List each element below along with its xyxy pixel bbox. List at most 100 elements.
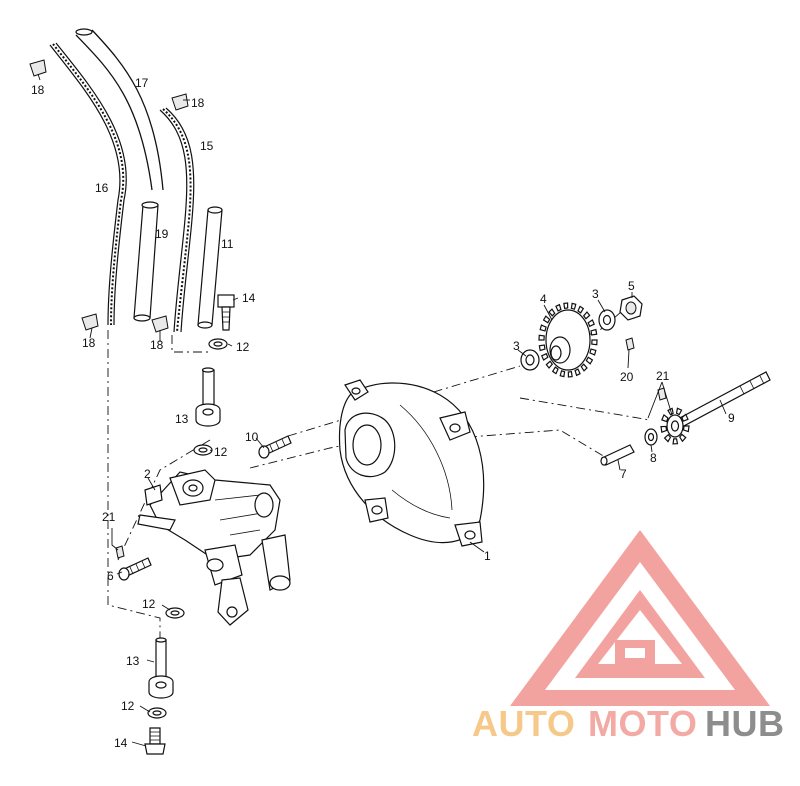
callout-1: 1 [484, 549, 491, 563]
pin-21b [657, 387, 667, 401]
gear-tooth [580, 363, 588, 372]
callout-2: 2 [144, 467, 151, 481]
cover-plate-1 [338, 379, 485, 547]
callout-15: 15 [200, 139, 214, 153]
washer-12b [193, 444, 213, 456]
callout-21a: 21 [102, 510, 116, 524]
gear-tooth [555, 303, 562, 312]
gear-tooth [589, 348, 597, 356]
nut-5 [619, 295, 643, 321]
callout-18d: 18 [150, 338, 164, 352]
pin-20 [625, 337, 635, 351]
watermark-hub: HUB [705, 703, 785, 744]
callout-7: 7 [620, 467, 627, 481]
callout-12a: 12 [236, 340, 250, 354]
callout-20: 20 [620, 370, 634, 384]
gear-tooth [582, 311, 591, 320]
pin-21a [115, 545, 125, 559]
automotohub-logo [510, 530, 770, 706]
shaft-gear-tooth [660, 425, 668, 433]
gear-tooth [538, 344, 546, 352]
hose-15 [159, 107, 195, 333]
callout-18c: 18 [82, 336, 96, 350]
callout-19: 19 [155, 227, 169, 241]
screw-6 [118, 557, 152, 581]
drive-shaft-9 [660, 371, 771, 445]
gear-tooth [577, 305, 585, 314]
gear-4 [538, 302, 598, 378]
callout-5: 5 [628, 279, 635, 293]
screw-10 [258, 435, 292, 459]
gear-tooth [539, 324, 547, 332]
gear-tooth [548, 308, 556, 317]
banjo-fitting-13b [148, 637, 174, 699]
dowel-pin-7 [600, 444, 635, 466]
callout-6: 6 [107, 569, 114, 583]
gear-tooth [542, 315, 551, 324]
gear-tooth [591, 339, 598, 346]
shaft-gear-tooth [663, 433, 672, 443]
callout-4: 4 [540, 292, 547, 306]
callout-17: 17 [135, 76, 149, 90]
callout-13a: 13 [175, 412, 189, 426]
callout-13b: 13 [126, 654, 140, 668]
oil-pump-body-2 [137, 469, 291, 626]
callout-3a: 3 [513, 339, 520, 353]
washer-12a [208, 338, 228, 350]
gear-tooth [538, 334, 545, 341]
gear-tooth [587, 319, 595, 328]
watermark-text: AUTO MOTO HUB [472, 703, 785, 744]
hose-17 [75, 28, 164, 191]
clip-18c [81, 313, 99, 331]
callout-16: 16 [95, 181, 109, 195]
callout-21b: 21 [656, 369, 670, 383]
callout-12c: 12 [142, 597, 156, 611]
washer-3a [520, 349, 540, 371]
callout-10: 10 [245, 430, 259, 444]
gear-tooth [559, 370, 566, 378]
gear-tooth [585, 356, 594, 365]
shaft-gear-tooth [679, 433, 687, 443]
shaft-gear-tooth [682, 425, 690, 433]
callout-labels: 1 2 3 3 4 5 6 7 8 9 10 11 12 12 12 12 13… [31, 76, 735, 750]
washer-12c [165, 607, 185, 619]
callout-12d: 12 [121, 699, 135, 713]
gear-tooth [574, 368, 581, 377]
callout-18a: 18 [31, 83, 45, 97]
banjo-fitting-13a [195, 367, 221, 427]
callout-14a: 14 [242, 291, 256, 305]
washer-3b [598, 309, 616, 331]
leader-lines [37, 73, 727, 747]
clip-18a [29, 59, 47, 77]
callout-12b: 12 [214, 445, 228, 459]
gear-tooth [563, 302, 569, 309]
gear-tooth [541, 352, 549, 361]
callout-14b: 14 [114, 736, 128, 750]
callout-8: 8 [650, 451, 657, 465]
callout-11: 11 [221, 237, 234, 251]
callout-9: 9 [728, 411, 735, 425]
clip-18d [151, 315, 169, 333]
shaft-gear-tooth [661, 413, 669, 423]
washer-8 [644, 428, 658, 446]
tube-19 [133, 201, 159, 322]
tube-11 [197, 206, 223, 329]
gear-tooth [590, 328, 598, 336]
shaft-gear-tooth [681, 413, 689, 422]
shaft-gear-tooth [672, 438, 679, 445]
callout-3b: 3 [592, 287, 599, 301]
hose-16 [49, 42, 127, 326]
banjo-bolt-14b [144, 727, 166, 755]
callout-18b: 18 [191, 96, 205, 110]
watermark-moto: MOTO [588, 703, 697, 744]
gear-tooth [567, 371, 573, 378]
washer-12d [147, 707, 167, 719]
watermark-auto: AUTO [472, 703, 575, 744]
shaft-gear-tooth [675, 407, 683, 416]
banjo-bolt-14a [217, 294, 235, 331]
gear-tooth [551, 366, 559, 375]
clip-18b [171, 93, 189, 111]
gear-tooth [570, 302, 577, 310]
